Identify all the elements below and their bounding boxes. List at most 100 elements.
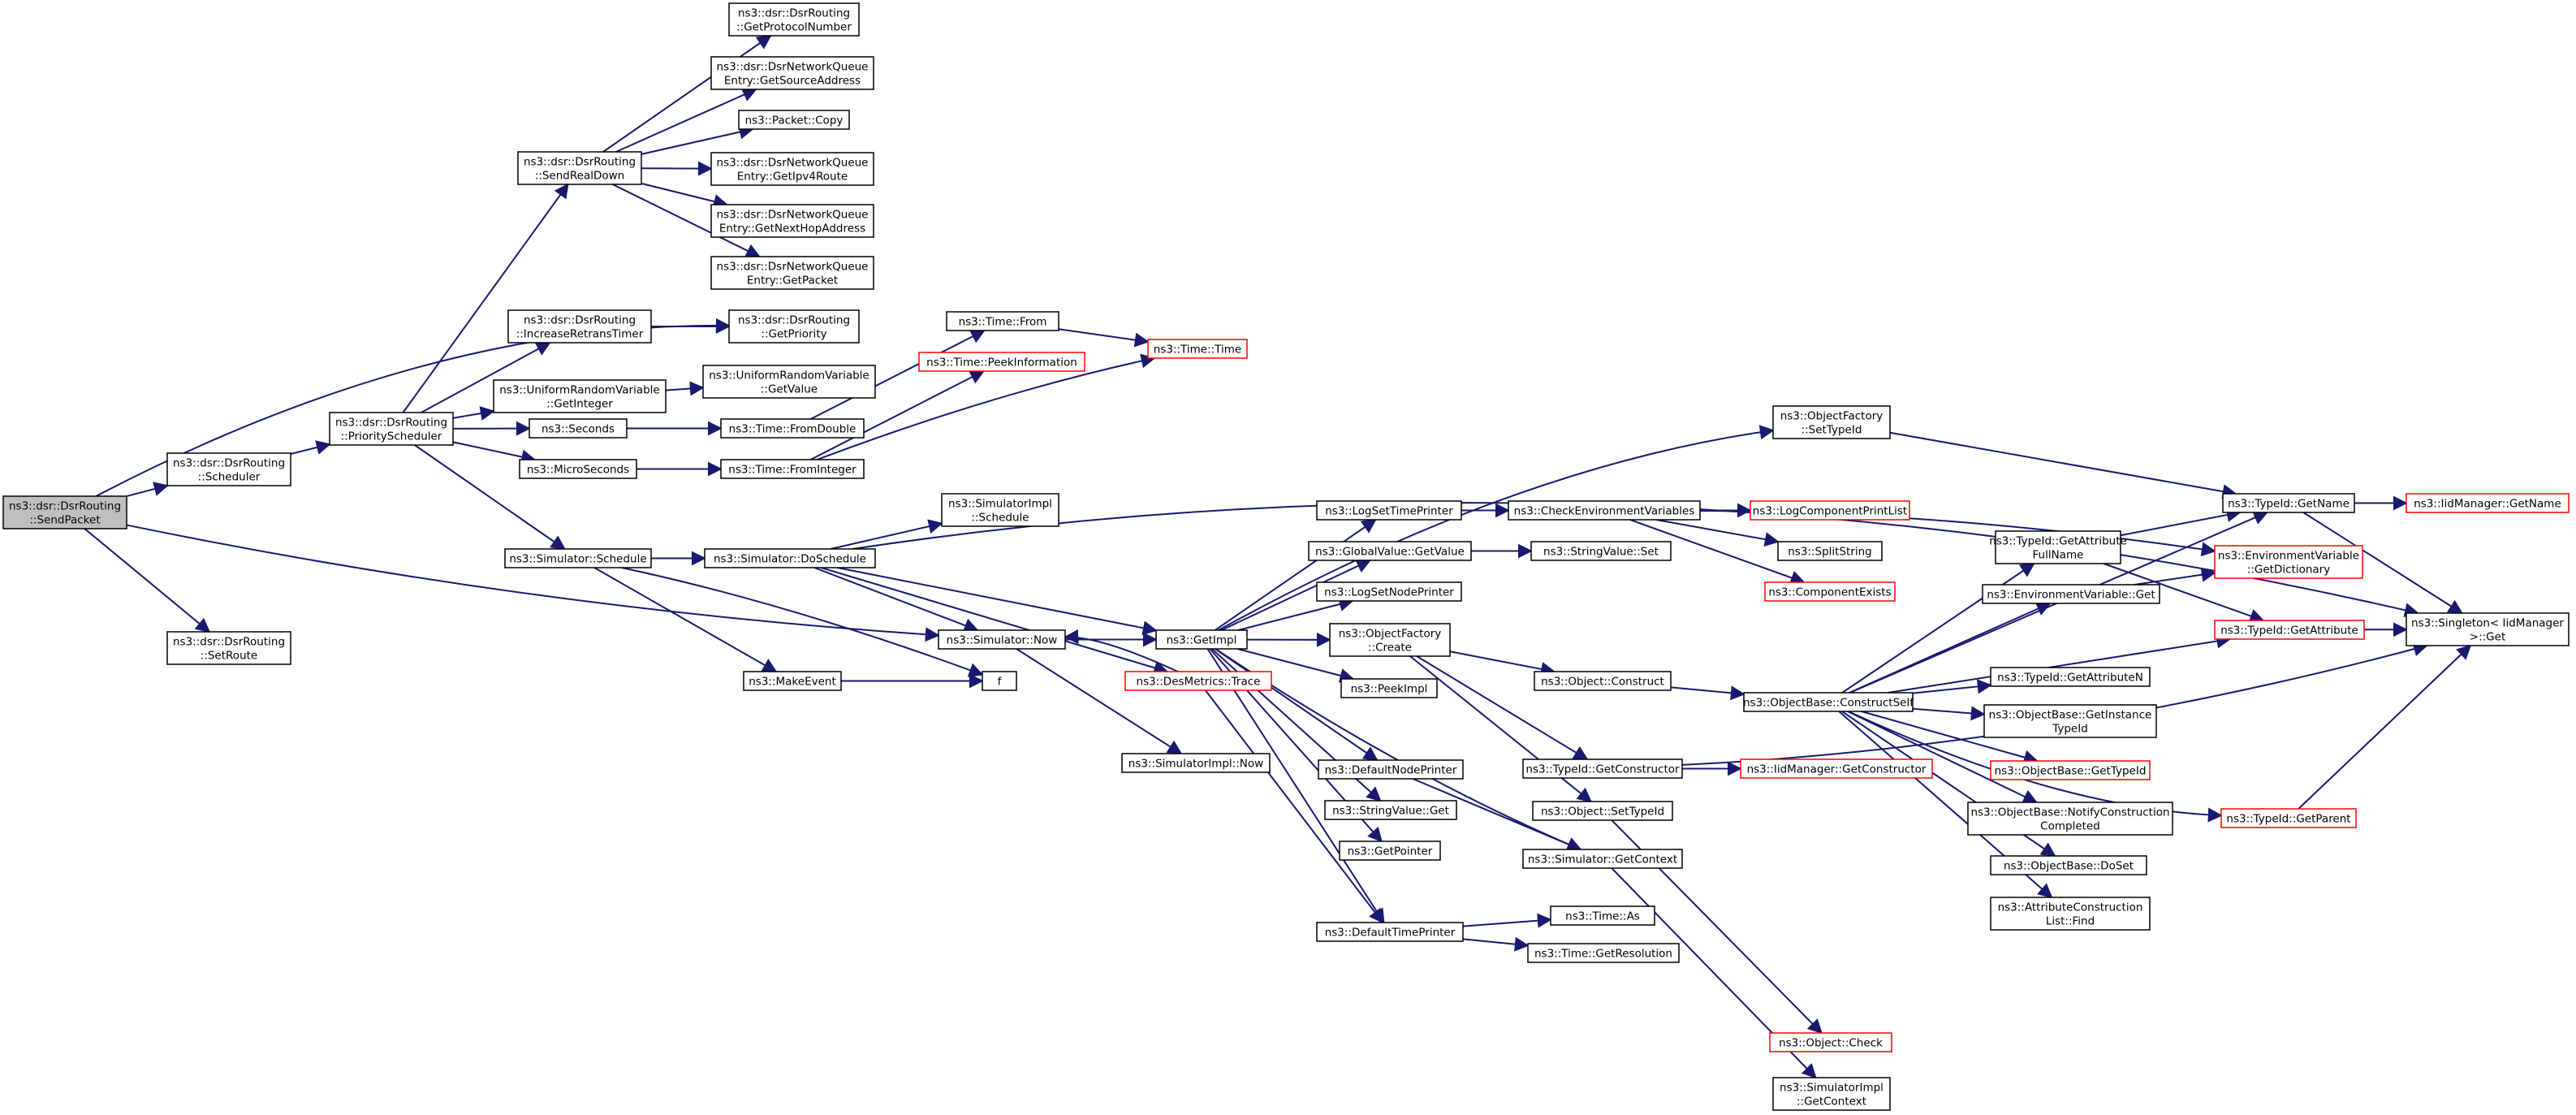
node-time-getres[interactable]: ns3::Time::GetResolution — [1527, 943, 1680, 963]
node-getnexthop[interactable]: ns3::dsr::DsrNetworkQueueEntry::GetNextH… — [710, 204, 874, 238]
node-sim-now[interactable]: ns3::Simulator::Now — [938, 629, 1066, 650]
node-sv-set[interactable]: ns3::StringValue::Set — [1530, 541, 1672, 561]
node-tid-getattr[interactable]: ns3::TypeId::GetAttribute — [2214, 620, 2365, 640]
node-ob-doset[interactable]: ns3::ObjectBase::DoSet — [1990, 855, 2147, 875]
node-label: >::Get — [2470, 631, 2505, 644]
node-getpriority[interactable]: ns3::dsr::DsrRouting::GetPriority — [728, 309, 860, 344]
node-time-as[interactable]: ns3::Time::As — [1550, 905, 1655, 926]
node-getimpl[interactable]: ns3::GetImpl — [1155, 629, 1248, 650]
node-simimpl-schedule[interactable]: ns3::SimulatorImpl::Schedule — [941, 493, 1059, 527]
node-label: ns3::ObjectFactory — [1780, 410, 1883, 423]
node-iid-getctor[interactable]: ns3::IidManager::GetConstructor — [1740, 758, 1933, 779]
node-sim-getcontext[interactable]: ns3::Simulator::GetContext — [1522, 849, 1683, 869]
call-edge — [1655, 519, 1780, 547]
node-peekinfo[interactable]: ns3::Time::PeekInformation — [918, 352, 1085, 372]
node-incretrans[interactable]: ns3::dsr::DsrRouting::IncreaseRetransTim… — [507, 309, 652, 344]
node-obj-settypeid[interactable]: ns3::Object::SetTypeId — [1532, 801, 1673, 821]
node-sendpacket[interactable]: ns3::dsr::DsrRouting::SendPacket — [2, 495, 127, 529]
node-singleton-get[interactable]: ns3::Singleton< IidManager>::Get — [2406, 612, 2570, 646]
node-box — [1983, 704, 2157, 738]
node-logcomplist[interactable]: ns3::LogComponentPrintList — [1750, 500, 1910, 521]
call-edge — [821, 567, 1169, 675]
node-defnodeprinter[interactable]: ns3::DefaultNodePrinter — [1318, 759, 1464, 780]
node-seconds[interactable]: ns3::Seconds — [529, 418, 628, 439]
call-edge — [1462, 936, 1530, 952]
call-edge — [615, 88, 757, 153]
node-time-time[interactable]: ns3::Time::Time — [1147, 339, 1248, 359]
node-box — [2214, 545, 2363, 579]
node-getipv4route[interactable]: ns3::dsr::DsrNetworkQueueEntry::GetIpv4R… — [710, 152, 874, 186]
node-env-getdict[interactable]: ns3::EnvironmentVariable::GetDictionary — [2214, 545, 2363, 579]
node-getpointer[interactable]: ns3::GetPointer — [1339, 841, 1441, 861]
node-time-from[interactable]: ns3::Time::From — [946, 311, 1059, 331]
node-ob-gettypeid[interactable]: ns3::ObjectBase::GetTypeId — [1990, 760, 2151, 780]
node-label: ns3::Singleton< IidManager — [2411, 617, 2564, 630]
node-sim-schedule[interactable]: ns3::Simulator::Schedule — [504, 548, 652, 568]
node-compexists[interactable]: ns3::ComponentExists — [1764, 581, 1896, 602]
node-label: ns3::EnvironmentVariable — [2218, 550, 2359, 563]
node-label: ns3::dsr::DsrNetworkQueue — [717, 61, 869, 74]
call-edge — [1629, 519, 1806, 585]
node-box — [1121, 753, 1271, 773]
node-getpacket[interactable]: ns3::dsr::DsrNetworkQueueEntry::GetPacke… — [710, 256, 874, 290]
node-ob-constructself[interactable]: ns3::ObjectBase::ConstructSelf — [1743, 692, 1914, 712]
node-desmetrics[interactable]: ns3::DesMetrics::Trace — [1124, 671, 1272, 691]
node-tid-getname[interactable]: ns3::TypeId::GetName — [2222, 493, 2355, 513]
call-edge — [621, 567, 984, 677]
node-label: ::GetDictionary — [2247, 564, 2330, 577]
node-iid-getname[interactable]: ns3::IidManager::GetName — [2406, 493, 2570, 513]
call-edge — [813, 567, 979, 633]
node-box — [1967, 802, 2173, 836]
node-tid-getparent[interactable]: ns3::TypeId::GetParent — [2220, 808, 2357, 828]
node-doschedule[interactable]: ns3::Simulator::DoSchedule — [704, 548, 876, 568]
node-obj-check[interactable]: ns3::Object::Check — [1769, 1032, 1892, 1052]
node-box — [1318, 759, 1464, 780]
call-edge — [452, 406, 495, 421]
node-sendrealdown[interactable]: ns3::dsr::DsrRouting::SendRealDown — [517, 151, 642, 185]
node-box — [2222, 493, 2355, 513]
node-logsettime[interactable]: ns3::LogSetTimePrinter — [1316, 500, 1462, 521]
call-edge — [1611, 819, 1823, 1035]
node-ob-notify[interactable]: ns3::ObjectBase::NotifyConstructionCompl… — [1967, 802, 2173, 836]
node-microseconds[interactable]: ns3::MicroSeconds — [519, 459, 637, 479]
node-label: ns3::TypeId::GetAttributeN — [1997, 672, 2143, 685]
node-urv-getvalue[interactable]: ns3::UniformRandomVariable::GetValue — [702, 365, 876, 399]
node-makeevent[interactable]: ns3::MakeEvent — [743, 671, 842, 691]
node-box — [1147, 339, 1248, 359]
node-urv-getint[interactable]: ns3::UniformRandomVariable::GetInteger — [493, 379, 667, 413]
node-deftimeprinter[interactable]: ns3::DefaultTimePrinter — [1316, 922, 1464, 942]
node-tid-getctor[interactable]: ns3::TypeId::GetConstructor — [1522, 758, 1683, 779]
node-logsetnode[interactable]: ns3::LogSetNodePrinter — [1316, 581, 1462, 602]
node-label: ns3::dsr::DsrNetworkQueue — [717, 209, 869, 222]
node-of-create[interactable]: ns3::ObjectFactory::Create — [1329, 623, 1451, 657]
node-of-settypeid[interactable]: ns3::ObjectFactory::SetTypeId — [1772, 405, 1891, 439]
node-obj-construct[interactable]: ns3::Object::Construct — [1534, 671, 1672, 691]
node-simimpl-now[interactable]: ns3::SimulatorImpl::Now — [1121, 753, 1271, 773]
node-box — [2220, 808, 2357, 828]
node-splitstring[interactable]: ns3::SplitString — [1777, 541, 1883, 561]
node-env-get[interactable]: ns3::EnvironmentVariable::Get — [1982, 584, 2160, 604]
node-setroute[interactable]: ns3::dsr::DsrRouting::SetRoute — [166, 631, 291, 665]
node-peekimpl[interactable]: ns3::PeekImpl — [1340, 678, 1438, 698]
node-sv-get[interactable]: ns3::StringValue::Get — [1324, 800, 1457, 820]
node-packetcopy[interactable]: ns3::Packet::Copy — [738, 110, 850, 130]
node-simimpl-getcontext[interactable]: ns3::SimulatorImpl::GetContext — [1772, 1077, 1891, 1111]
node-f[interactable]: f — [982, 671, 1017, 691]
node-getsrcaddr[interactable]: ns3::dsr::DsrNetworkQueueEntry::GetSourc… — [710, 56, 874, 90]
node-priosched[interactable]: ns3::dsr::DsrRouting::PriorityScheduler — [329, 412, 454, 446]
node-label: ::SetRoute — [201, 650, 257, 663]
node-time-fromdouble[interactable]: ns3::Time::FromDouble — [720, 418, 865, 439]
node-tid-getattrn[interactable]: ns3::TypeId::GetAttributeN — [1990, 667, 2151, 687]
call-edge — [602, 34, 772, 153]
node-gv-getvalue[interactable]: ns3::GlobalValue::GetValue — [1308, 541, 1472, 561]
node-checkenv[interactable]: ns3::CheckEnvironmentVariables — [1508, 500, 1701, 521]
node-box — [2, 495, 127, 529]
call-edge — [1912, 679, 1992, 694]
node-time-fromint[interactable]: ns3::Time::FromInteger — [720, 459, 865, 479]
node-scheduler[interactable]: ns3::dsr::DsrRouting::Scheduler — [166, 452, 291, 486]
node-label: ns3::dsr::DsrRouting — [738, 314, 850, 327]
node-getprotonum[interactable]: ns3::dsr::DsrRouting::GetProtocolNumber — [728, 2, 860, 37]
